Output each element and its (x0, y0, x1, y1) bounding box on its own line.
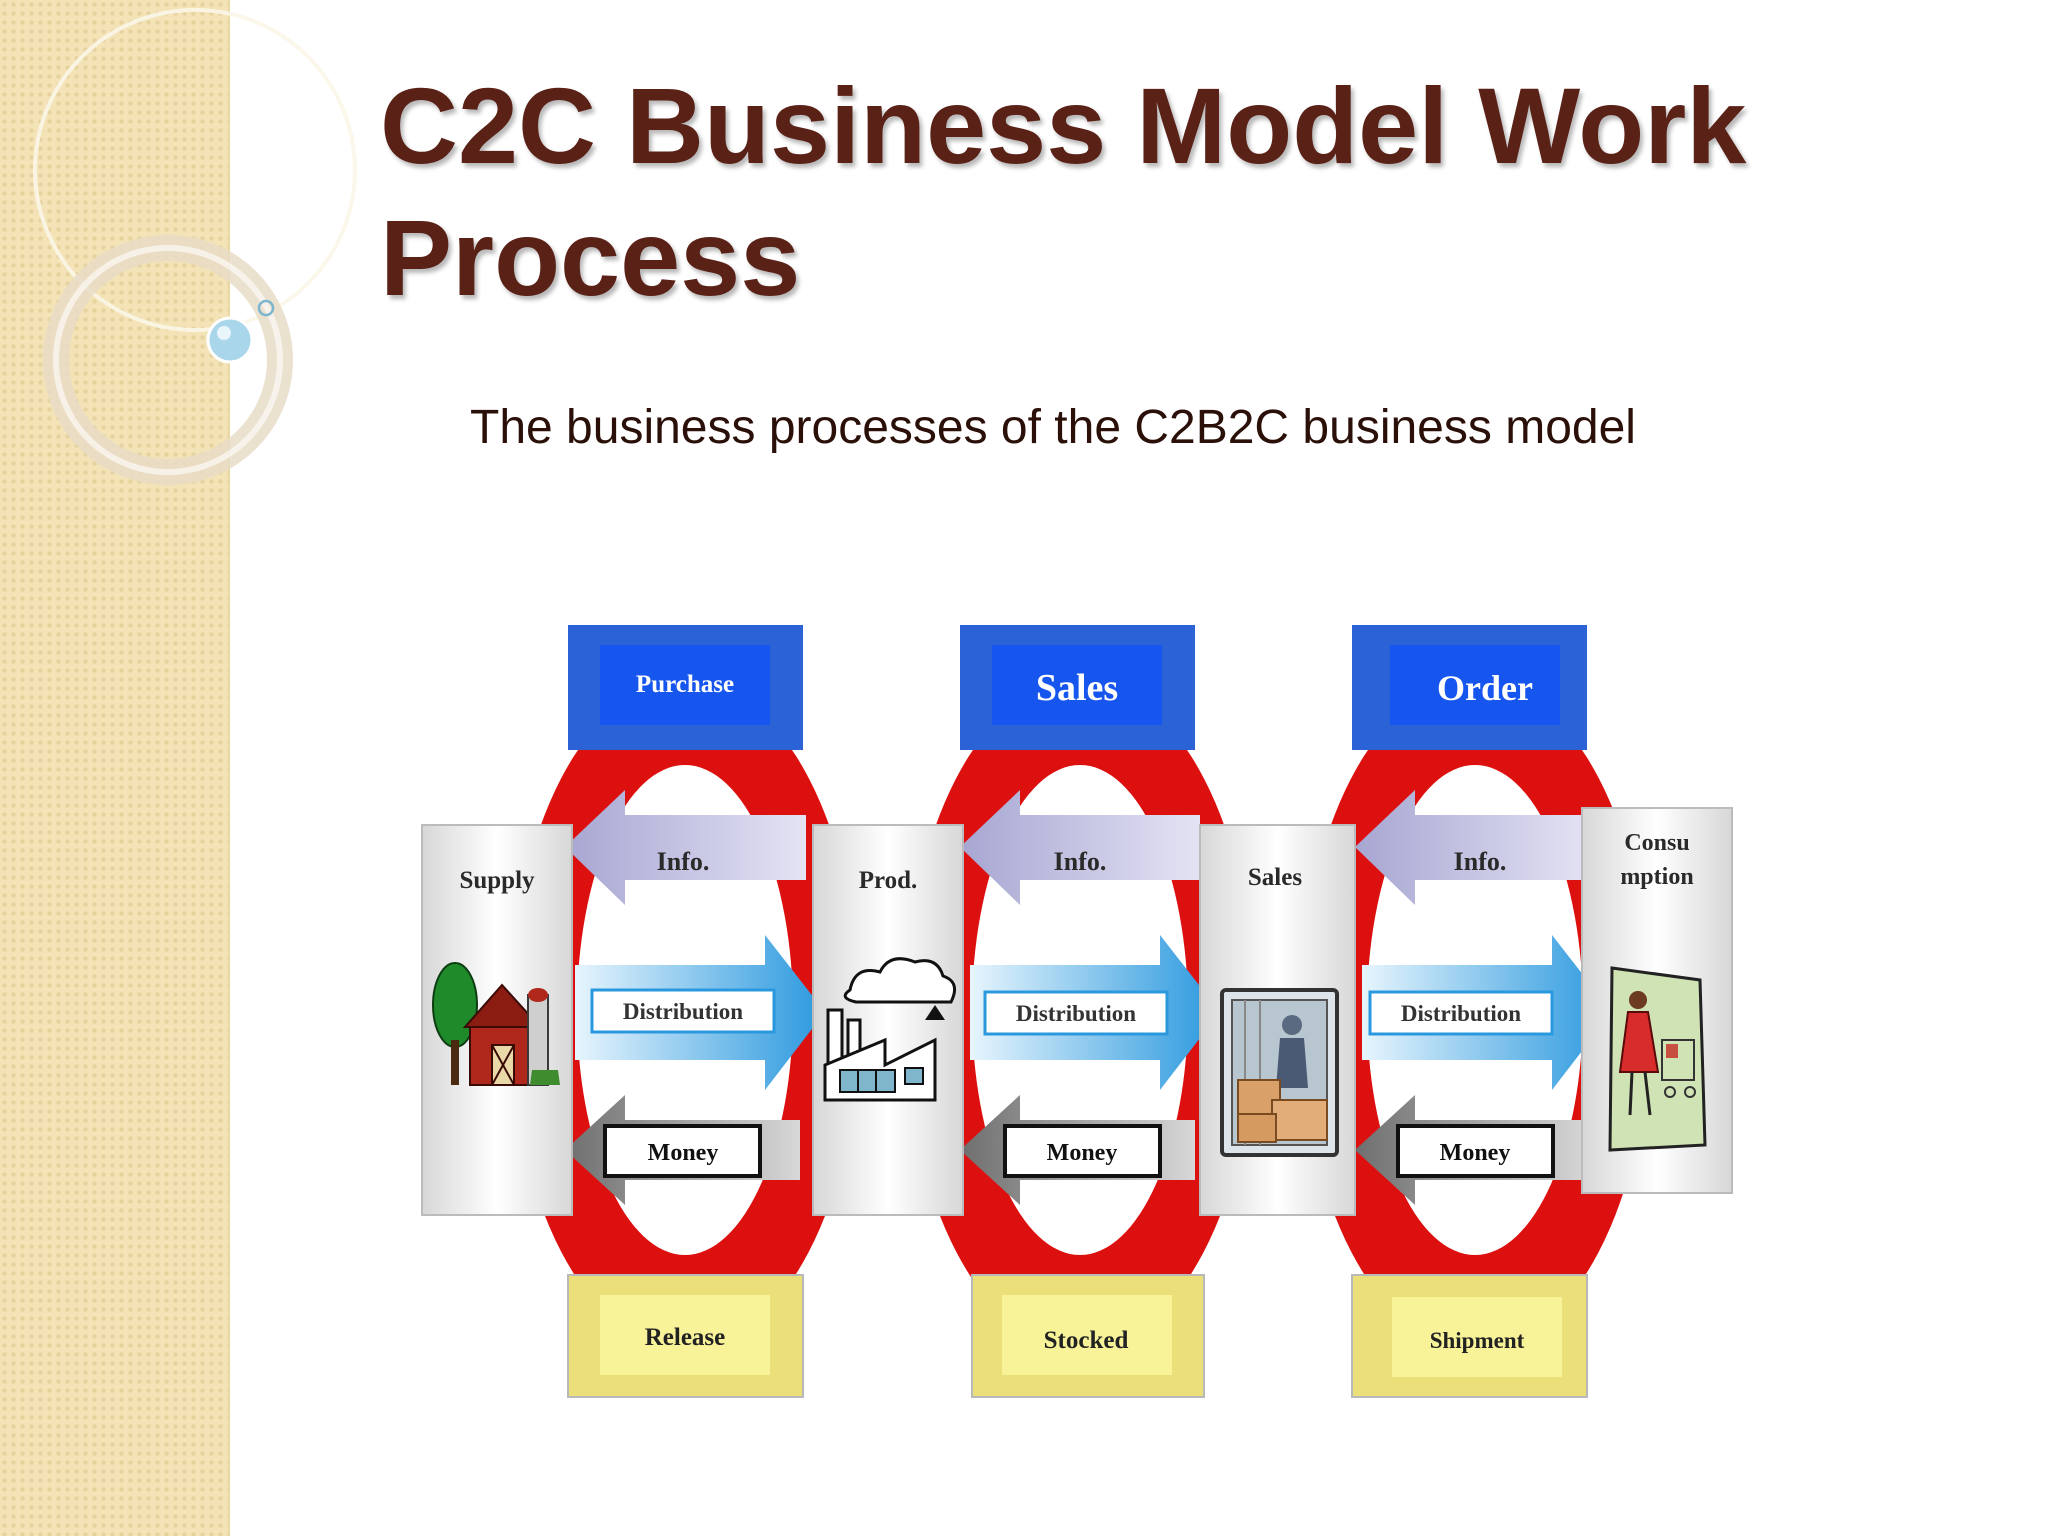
info-arrow (1355, 790, 1590, 905)
cycle-2-bottom-label: Stocked (1044, 1327, 1129, 1354)
distribution-box (983, 990, 1169, 1036)
cycle-1-top-label: Purchase (636, 671, 734, 698)
cycle-2-top-label: Sales (1036, 667, 1118, 709)
cycle-3-top-label: Order (1437, 668, 1533, 708)
cycle-3-top-inner (1390, 645, 1560, 725)
cycle-1-bottom-inner (600, 1295, 770, 1375)
factory-icon (823, 957, 957, 1102)
info-arrow (565, 790, 806, 905)
distribution-box (590, 988, 776, 1034)
cycle-1: Info. Distribution Money Purchase Releas… (510, 625, 860, 1398)
cycle-3-bottom-label: Shipment (1430, 1328, 1525, 1353)
shopper-icon (1608, 966, 1707, 1152)
cycle-1-top-inner (600, 645, 770, 725)
stage-supply: Supply (421, 824, 573, 1216)
cycle-2: Info. Distribution Money Sales Stocked (905, 625, 1255, 1398)
slide-subtitle: The business processes of the C2B2C busi… (470, 401, 1636, 454)
info-label: Info. (1054, 847, 1107, 876)
slide-title: C2C Business Model Work Process (380, 65, 1747, 318)
money-label: Money (1047, 1140, 1118, 1166)
info-arrow (960, 790, 1200, 905)
money-box (1003, 1124, 1162, 1178)
distribution-label: Distribution (623, 999, 743, 1024)
cycle-2-bottom-inner (1002, 1295, 1172, 1375)
stage-label: Supply (459, 867, 535, 894)
stage-label: Prod. (859, 867, 918, 894)
c2b2c-process-diagram: Info. Distribution Money Purchase Releas… (421, 625, 1733, 1398)
warehouse-worker-icon (1220, 988, 1339, 1157)
cycle-3: Info. Distribution Money Order Shipment (1300, 625, 1650, 1398)
money-box (1396, 1124, 1555, 1178)
stage-sales: Sales (1199, 824, 1356, 1216)
stage-label: Sales (1248, 864, 1302, 891)
farm-icon (432, 962, 560, 1086)
decorative-circles (33, 8, 357, 485)
distribution-box (1368, 990, 1554, 1036)
money-box (603, 1124, 762, 1178)
money-label: Money (1440, 1140, 1511, 1166)
cycle-3-bottom-inner (1392, 1297, 1562, 1377)
stage-prod: Prod. (812, 824, 964, 1216)
distribution-label: Distribution (1016, 1001, 1136, 1026)
cycle-1-bottom-label: Release (645, 1324, 726, 1351)
money-label: Money (648, 1140, 719, 1166)
info-label: Info. (657, 847, 710, 876)
info-label: Info. (1454, 847, 1507, 876)
distribution-label: Distribution (1401, 1001, 1521, 1026)
cycle-2-top-inner (992, 645, 1162, 725)
